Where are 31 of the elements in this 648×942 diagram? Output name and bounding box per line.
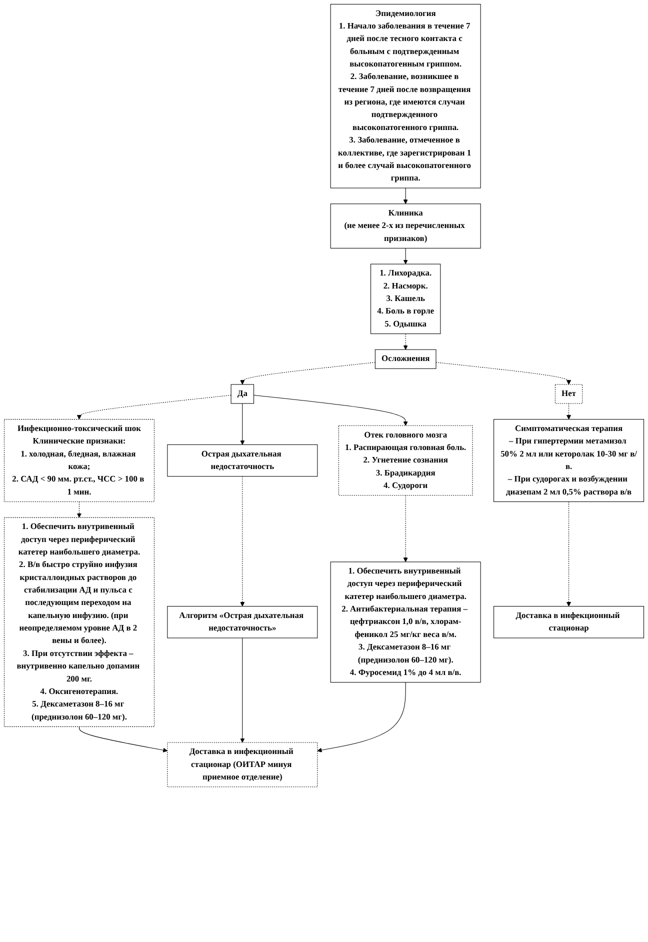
arrow	[403, 188, 408, 204]
node-box: Да	[230, 384, 254, 404]
node-box: Алгоритм «Острая дыхательная недостаточность»	[167, 606, 318, 638]
node-box: Нет	[554, 384, 583, 404]
node-box: Доставка в инфекционный стационар (ОИТАР минуя приемное отделение)	[167, 742, 318, 788]
arrow	[76, 394, 232, 420]
arrow	[317, 682, 406, 752]
arrow	[403, 334, 408, 350]
node-box: Отек головного мозга 1. Распирающая головная боль. 2. Угнетение сознания 3. Брадикардия 4. Судороги	[338, 425, 473, 496]
arrow	[240, 362, 376, 385]
arrow	[240, 476, 245, 606]
node-box: 1. Обеспечить внутривенный доступ через периферический катетер наибольшего диаметра. 2. Антибактериальная терапия – цефтриаксон 1,0 в/в, хлорам-феникол 25 мг/кг веса в/м. 3. Дексаметазон 8–16 мг (преднизолон 60–120 мг). 4. Фуросемид 1% до 4 мл в/в.	[330, 562, 481, 683]
node-box: Острая дыхательная недостаточность	[167, 444, 318, 477]
arrow	[76, 501, 82, 518]
node-box: Клиника (не менее 2-х из перечисленных признаков)	[330, 204, 481, 248]
node-box: Эпидемиология 1. Начало заболевания в течение 7 дней после тесного контакта с больным с подтвержденным высокопатогенным гриппом. 2. Заболевание, возникшее в течение 7 дней после возвращения из региона, где имеются случаи подтвержденного высокопатогенного гриппа. 3. Заболевание, отмеченное в коллективе, где зарегистрирован 1 и более случай высокопатогенного гриппа.	[330, 4, 481, 188]
arrow	[240, 638, 245, 743]
node-box: 1. Обеспечить внутривенный доступ через периферический катетер наибольшего диаметра. 2. В/в быстро струйно инфузия кристаллоидных растворов до стабилизации АД и пульса с последующим переходом на капельную инфузию. (при неопределяемом уровне АД в 2 вены и более). 3. При отсутствии эффекта – внутривенно капельно допамин 200 мг. 4. Оксигенотерапия. 5. Дексаметазон 8–16 мг (преднизолон 60–120 мг).	[4, 517, 154, 727]
arrow	[240, 403, 245, 445]
arrow	[403, 248, 408, 264]
arrow	[403, 495, 408, 562]
node-box: Симптоматическая терапия – При гипертермии метамизол 50% 2 мл или кеторолак 10-30 мг в/в. – При судорогах и возбуждении диазепам 2 мл 0,5% раствора в/в	[494, 419, 644, 502]
node-box: Доставка в инфекционный стационар	[494, 606, 644, 638]
arrow	[566, 403, 572, 420]
arrow	[78, 726, 168, 752]
arrow	[566, 501, 572, 606]
arrow	[436, 362, 572, 385]
node-box: 1. Лихорадка. 2. Насморк. 3. Кашель 4. Боль в горле 5. Одышка	[370, 264, 441, 334]
arrow	[254, 394, 408, 426]
node-box: Инфекционно-токсический шок Клинические признаки: 1. холодная, бледная, влажная кожа; 2. САД < 90 мм. рт.ст., ЧСС > 100 в 1 мин.	[4, 419, 154, 502]
node-box: Осложнения	[374, 349, 436, 369]
